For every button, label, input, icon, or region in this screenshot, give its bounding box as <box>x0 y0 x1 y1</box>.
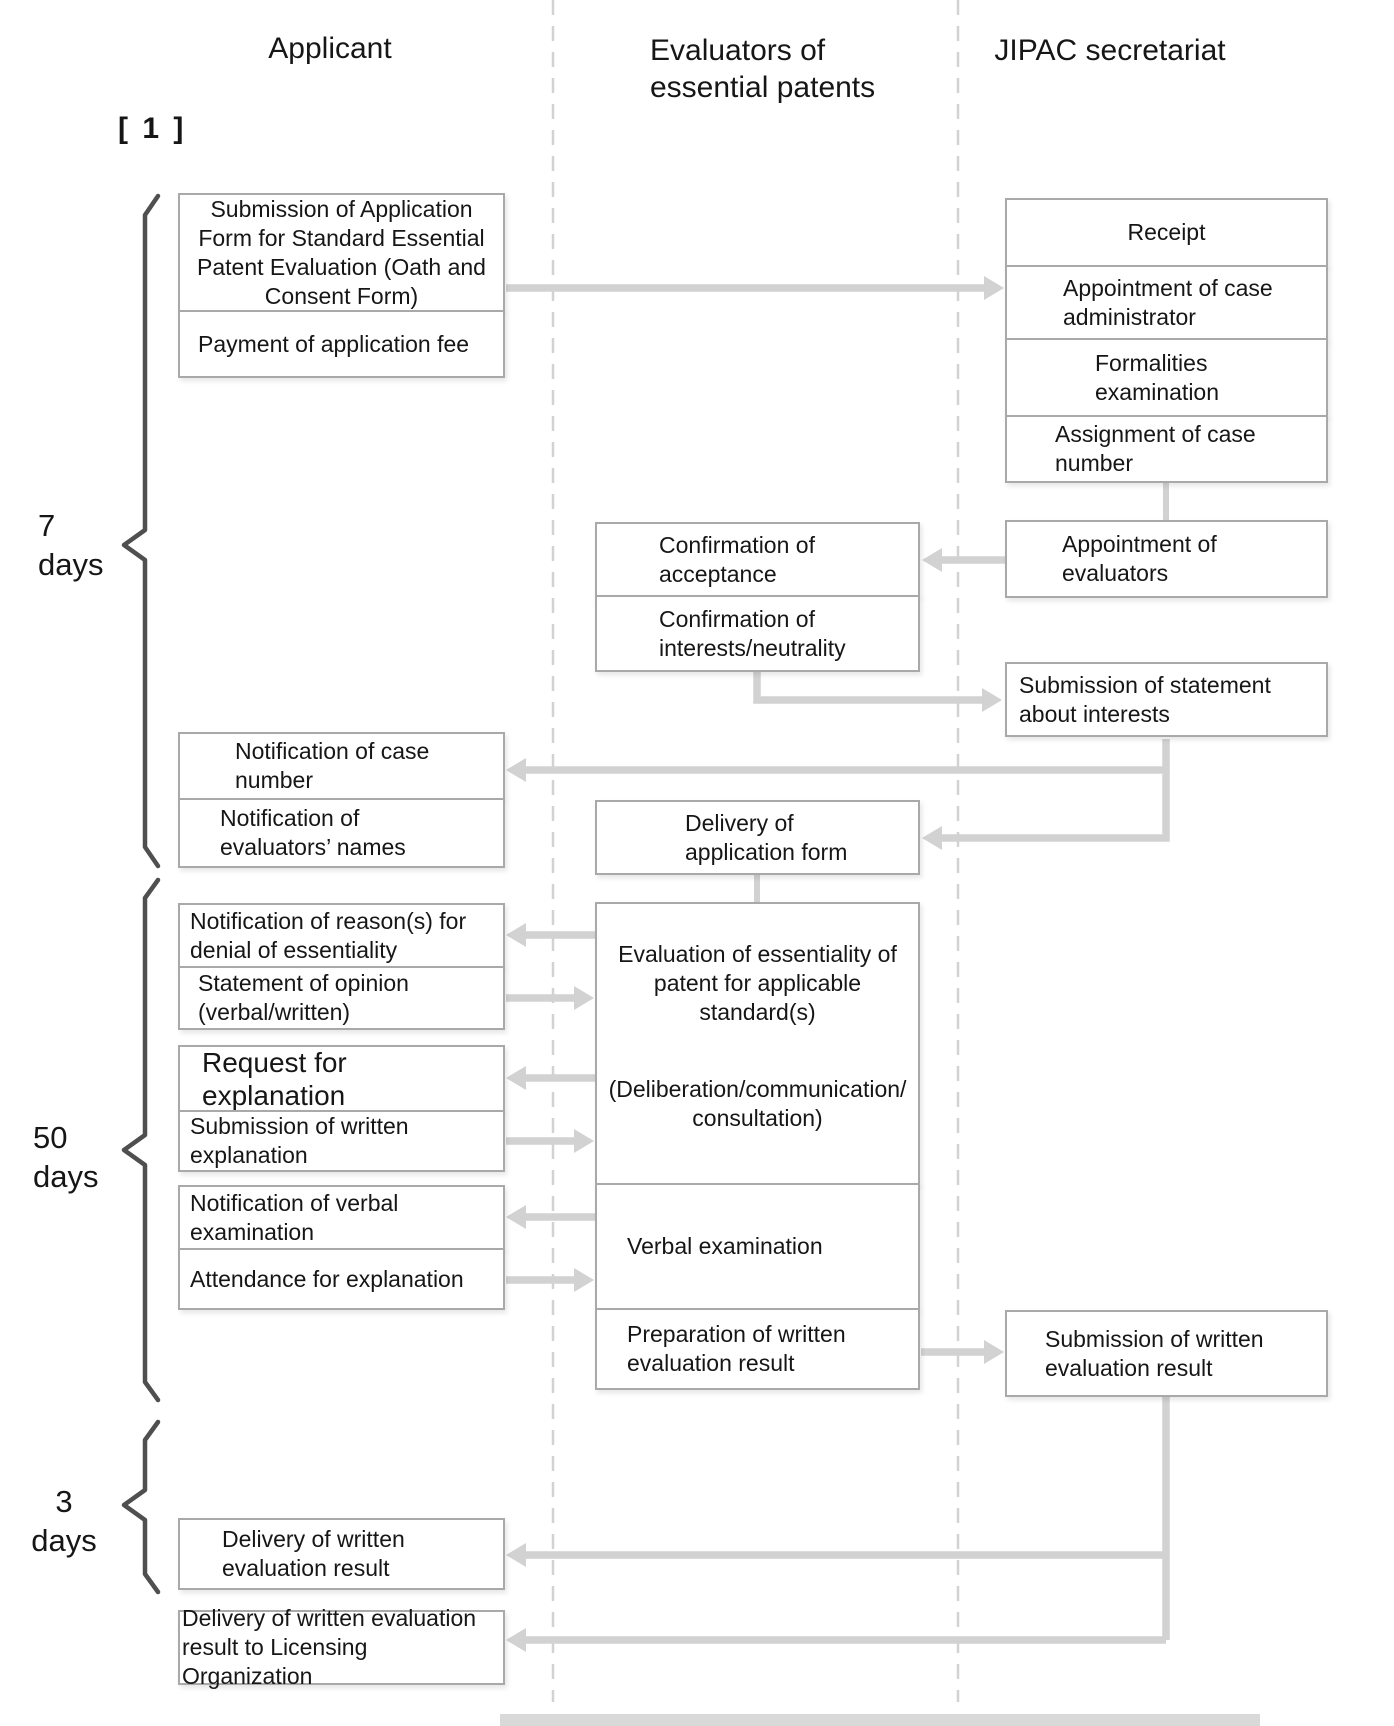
flow-box-evaluation-essentiality: Evaluation of essentiality of patent for… <box>595 902 920 1185</box>
flow-box-payment-application-fee: Payment of application fee <box>178 310 505 378</box>
flow-box-assignment-case-number: Assignment of case number <box>1005 415 1328 483</box>
duration-3-days: 3 days <box>31 1484 97 1558</box>
flow-box-delivery-application-form: Delivery of application form <box>595 800 920 875</box>
flow-box-appointment-evaluators: Appointment of evaluators <box>1005 520 1328 598</box>
brace-3-days <box>121 1419 161 1595</box>
flow-box-preparation-written-result: Preparation of written evaluation result <box>595 1308 920 1390</box>
flow-box-notification-evaluators-names: Notification of evaluators’ names <box>178 798 505 868</box>
flow-box-submission-statement-interests: Submission of statement about interests <box>1005 662 1328 737</box>
flow-box-confirmation-acceptance: Confirmation of acceptance <box>595 522 920 597</box>
flow-box-notification-verbal-examination: Notification of verbal examination <box>178 1185 505 1250</box>
flow-box-appointment-case-administrator: Appointment of case administrator <box>1005 265 1328 340</box>
brace-50-days <box>121 877 161 1403</box>
flow-box-verbal-examination: Verbal examination <box>595 1183 920 1310</box>
flow-box-delivery-result-licensing: Delivery of written evaluation result to… <box>178 1605 505 1689</box>
flow-box-notification-denial-reasons: Notification of reason(s) for denial of … <box>178 903 505 968</box>
duration-50-days: 50 days <box>33 1120 99 1194</box>
figure-number-label: [ 1 ] <box>118 112 187 145</box>
bottom-gray-bar <box>500 1714 1260 1726</box>
column-header-evaluators: Evaluators of essential patents <box>650 34 876 104</box>
column-header-applicant: Applicant <box>268 32 392 65</box>
flow-box-statement-of-opinion: Statement of opinion (verbal/written) <box>178 966 505 1030</box>
column-header-jipac: JIPAC secretariat <box>994 34 1226 67</box>
flow-box-request-for-explanation: Request for explanation <box>178 1045 505 1112</box>
flow-box-submission-written-explanation: Submission of written explanation <box>178 1110 505 1172</box>
flow-box-submission-written-result: Submission of written evaluation result <box>1005 1310 1328 1397</box>
flow-box-formalities-examination: Formalities examination <box>1005 338 1328 417</box>
flow-box-receipt: Receipt <box>1005 198 1328 267</box>
flow-box-submission-application-form: Submission of Application Form for Stand… <box>178 193 505 312</box>
flow-box-confirmation-interests: Confirmation of interests/neutrality <box>595 595 920 672</box>
brace-7-days <box>121 193 161 869</box>
flow-box-notification-case-number: Notification of case number <box>178 732 505 800</box>
flow-box-attendance-for-explanation: Attendance for explanation <box>178 1248 505 1310</box>
duration-7-days: 7 days <box>38 508 104 582</box>
flow-box-delivery-written-result: Delivery of written evaluation result <box>178 1518 505 1590</box>
